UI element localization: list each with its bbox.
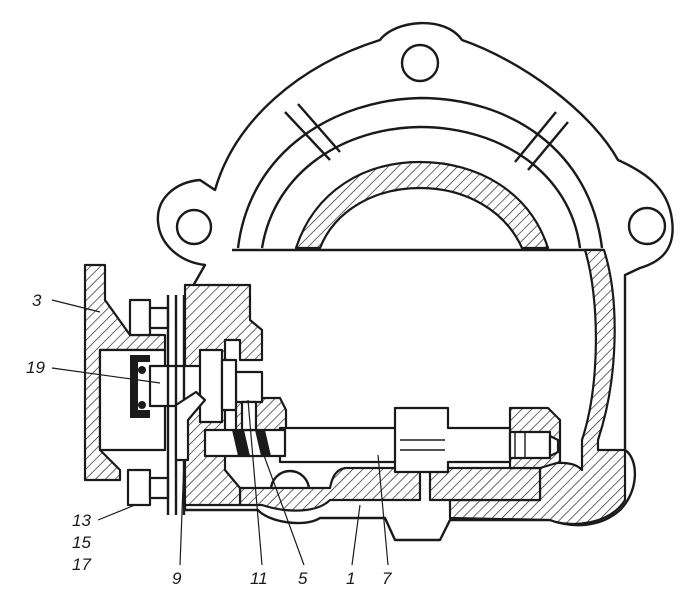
bore-and-bearing xyxy=(232,96,604,252)
leader-lines xyxy=(51,299,389,566)
label-19: 19 xyxy=(26,358,45,377)
callout-labels: 3 19 13 15 17 9 11 5 1 7 xyxy=(26,291,392,588)
label-3: 3 xyxy=(32,291,42,310)
gear-assembly xyxy=(203,370,287,458)
flange-3 xyxy=(83,263,238,515)
label-15: 15 xyxy=(72,533,91,552)
label-17: 17 xyxy=(72,555,91,574)
label-9: 9 xyxy=(172,569,182,588)
label-11: 11 xyxy=(250,569,268,588)
label-7: 7 xyxy=(382,569,392,588)
shaft-7 xyxy=(278,406,560,474)
label-1: 1 xyxy=(346,569,355,588)
label-5: 5 xyxy=(298,569,308,588)
label-13: 13 xyxy=(72,511,91,530)
